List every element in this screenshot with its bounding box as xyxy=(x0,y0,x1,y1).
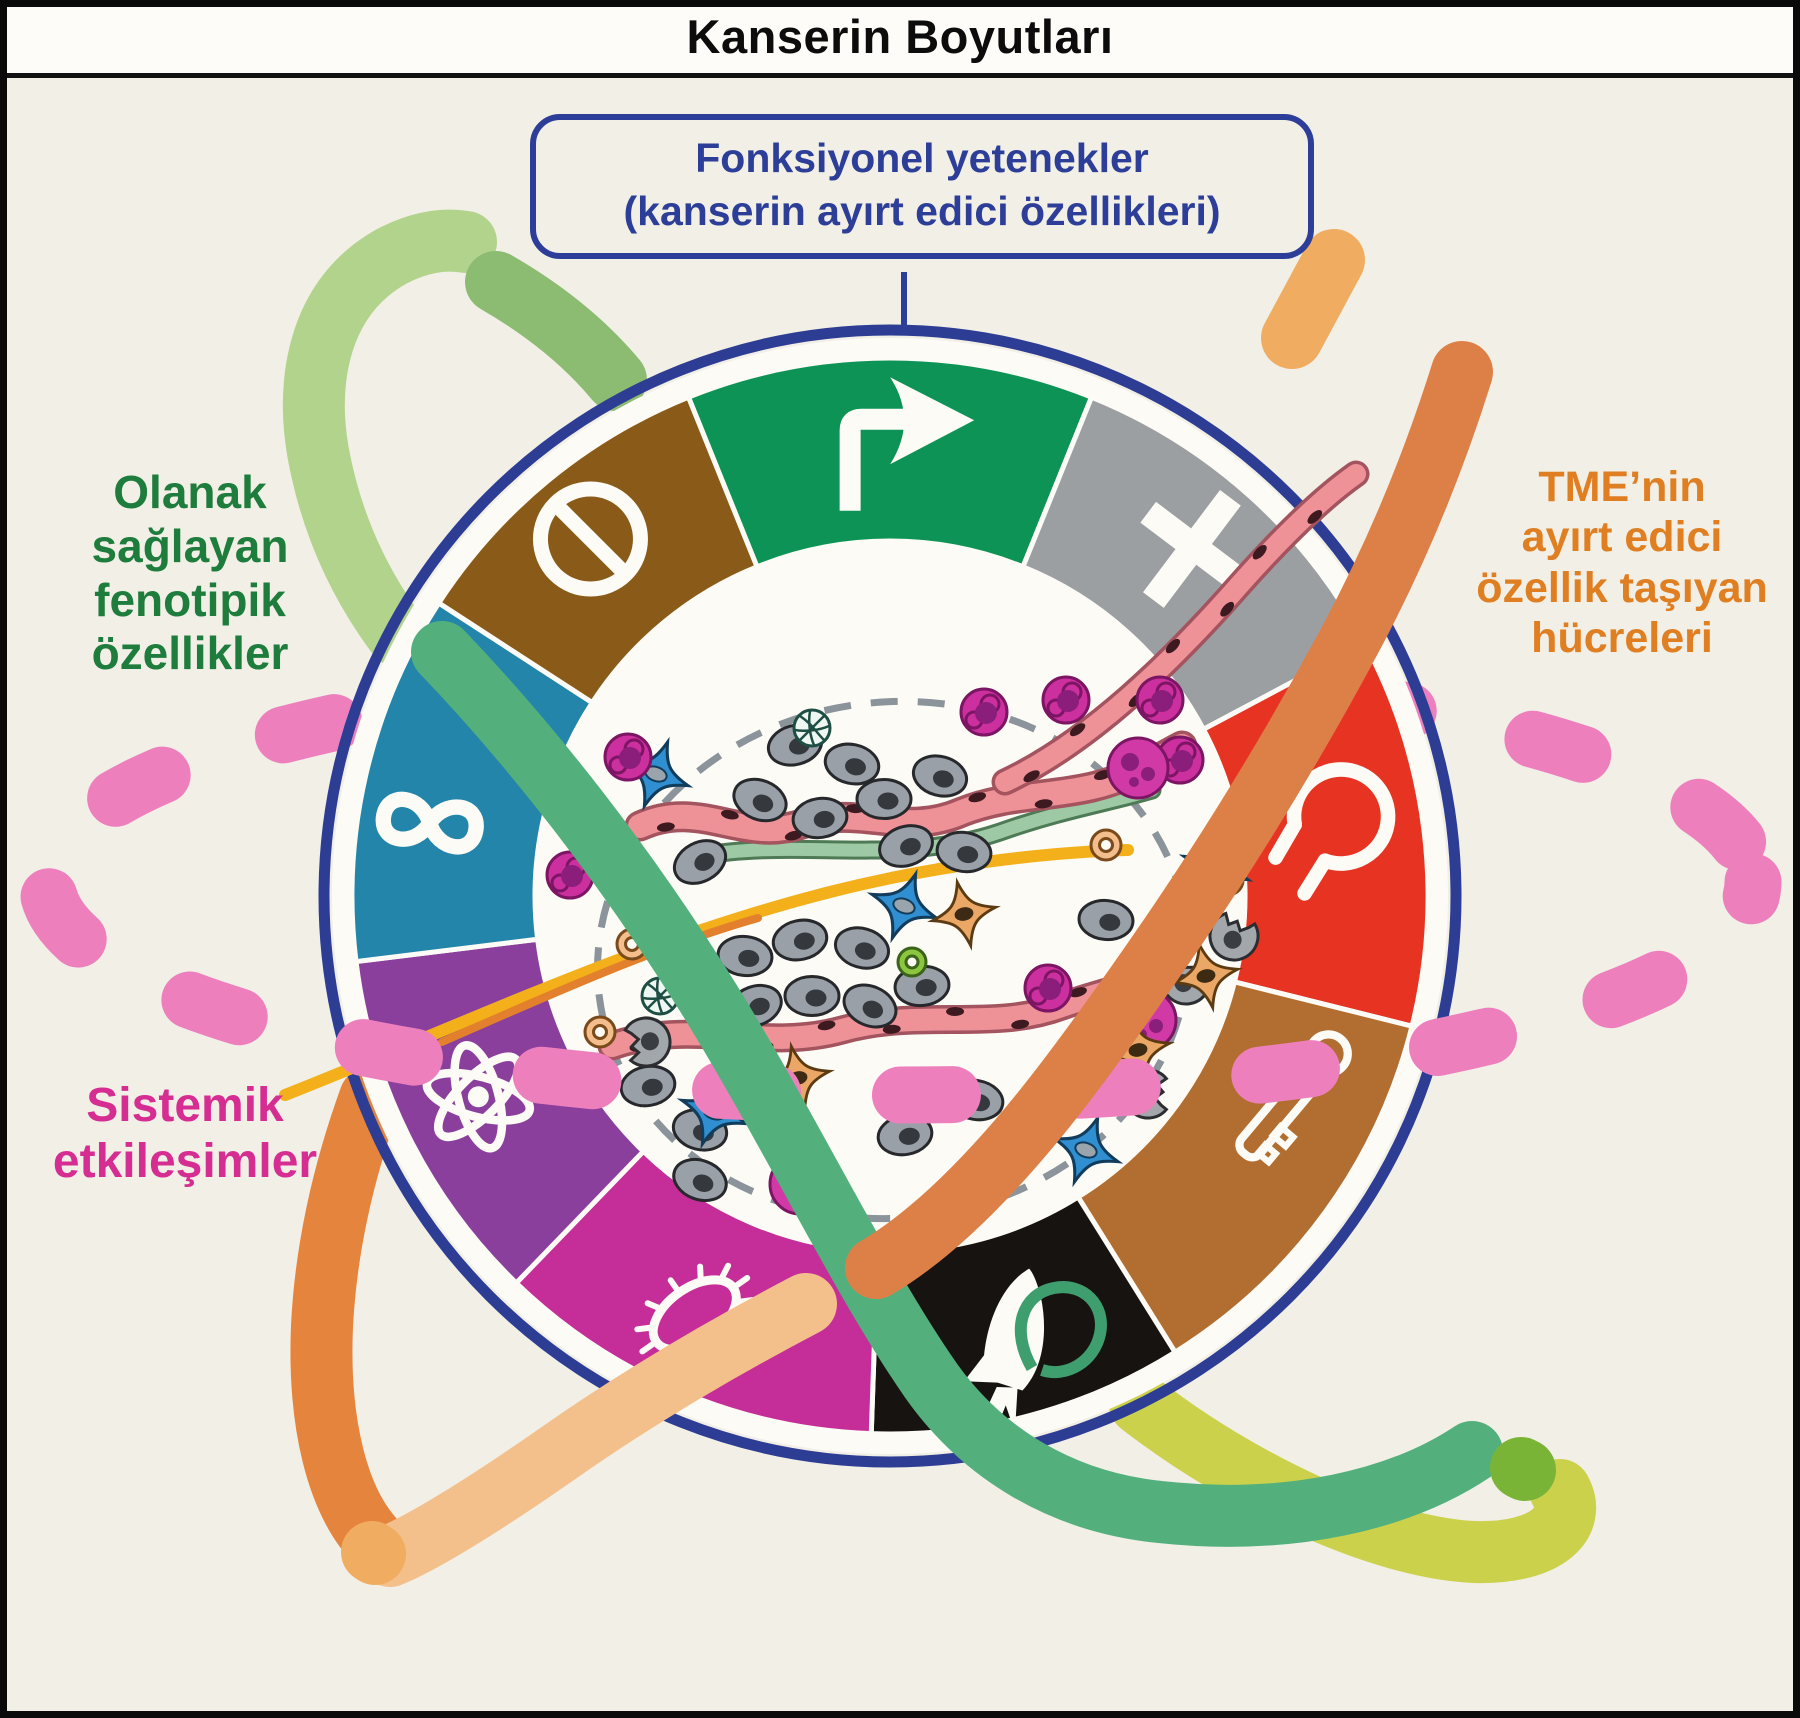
turn-arrow-icon xyxy=(839,377,975,511)
stellate-cell xyxy=(927,877,1001,951)
fibroblast-cell xyxy=(866,868,942,944)
tumor-cell xyxy=(672,1157,728,1203)
infinity-icon xyxy=(375,791,484,855)
immune-cell-magenta xyxy=(1041,675,1091,725)
tumor-cell xyxy=(791,796,849,840)
stressed-immune-cell xyxy=(623,1016,672,1068)
nerve-fiber-yellow xyxy=(279,844,1134,1101)
cross-icon xyxy=(1140,489,1248,608)
tme-orbit-vertex-cap xyxy=(341,1521,406,1585)
enabling-orbit-face xyxy=(411,621,1503,1547)
tumor-cell xyxy=(716,934,774,978)
macrophage-cell xyxy=(1106,736,1170,800)
tumor-cell xyxy=(935,830,993,874)
tumor-cell xyxy=(1077,898,1135,942)
label-enabling-characteristics: Olanak sağlayan fenotipik özellikler xyxy=(91,466,289,680)
functional-capabilities-box: Fonksiyonel yetenekler (kanserin ayırt e… xyxy=(530,114,1314,259)
stressed-immune-cell xyxy=(1208,911,1260,962)
enabling-orbit-vertex-topleft xyxy=(282,209,497,667)
progenitor-cell xyxy=(583,1015,617,1049)
immune-cell-magenta xyxy=(1023,963,1073,1013)
label-systemic-interactions: Sistemik etkileşimler xyxy=(52,1079,318,1189)
immune-cell-magenta xyxy=(959,687,1009,737)
blood-vessel-outgrowth xyxy=(995,464,1366,792)
tumor-cell xyxy=(783,975,841,1017)
box-connector-line xyxy=(901,272,907,334)
green-cell xyxy=(896,946,928,978)
enabling-orbit-far-bottomright xyxy=(1109,1373,1596,1584)
outer-ring xyxy=(318,324,1462,1468)
vessel-loop-icon xyxy=(1268,762,1396,901)
tumor-cell xyxy=(876,1113,934,1157)
immune-cell-magenta xyxy=(603,732,653,782)
pin-doodle xyxy=(1014,1281,1107,1379)
enabling-orbit-far-topleft xyxy=(465,251,647,411)
figure-title: Kanserin Boyutları xyxy=(686,10,1114,63)
stellate-cell xyxy=(1169,939,1243,1013)
tumor-cell xyxy=(619,1064,677,1108)
tumor-cell xyxy=(823,742,881,786)
tumor-cell xyxy=(855,778,913,820)
fibroblast-cell xyxy=(1048,1112,1124,1188)
tumor-cell xyxy=(833,926,891,970)
tumor-cell xyxy=(771,918,829,962)
tme-orbit-lower-left xyxy=(359,1273,837,1587)
title-bar: Kanserin Boyutları xyxy=(0,0,1800,78)
prohibition-icon xyxy=(532,481,648,597)
tme-orbit-cap-topright xyxy=(1261,229,1365,369)
dying-cell-lattice xyxy=(792,708,832,748)
systemic-orbit-front xyxy=(330,1008,1480,1124)
label-tme-cells: TME’nin ayırt edici özellik taşıyan hücr… xyxy=(1476,463,1768,662)
wheel-segment-green xyxy=(685,355,1095,571)
enabling-orbit-lime-cap xyxy=(1490,1437,1556,1501)
tumor-cell xyxy=(672,839,728,885)
tumor-cell xyxy=(842,983,898,1029)
tumor-cell xyxy=(911,754,969,798)
tumor-cell xyxy=(732,777,788,823)
progenitor-cell xyxy=(1089,828,1123,862)
tumor-cell xyxy=(878,824,934,868)
tme-orbit-face xyxy=(845,341,1493,1299)
tme-orbit-far-left xyxy=(290,1067,409,1575)
immune-cell-magenta xyxy=(1135,675,1185,725)
nerve-fiber-orange xyxy=(438,914,762,1046)
